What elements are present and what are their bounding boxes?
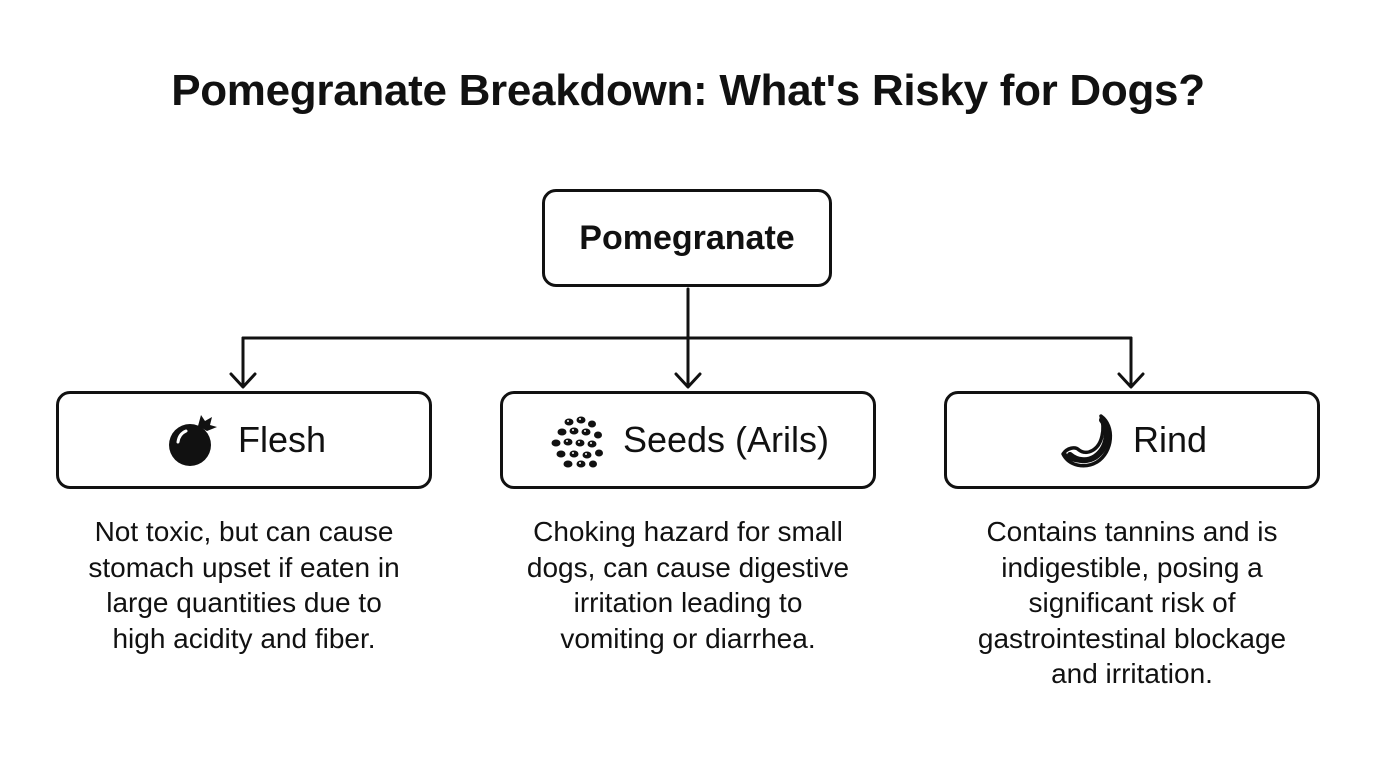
root-node-label: Pomegranate xyxy=(579,218,795,257)
node-rind: Rind xyxy=(944,391,1320,489)
description-line: dogs, can cause digestive xyxy=(526,551,850,583)
arrow-to-flesh xyxy=(229,336,257,389)
seeds-icon xyxy=(547,410,607,470)
description-line: Contains tannins and is xyxy=(986,516,1278,547)
description-line: and irritation. xyxy=(1051,658,1213,689)
description-line: high acidity and fiber. xyxy=(112,622,376,654)
node-rind-label: Rind xyxy=(1132,419,1208,460)
node-flesh: Flesh xyxy=(56,391,432,489)
description-line: vomiting or diarrhea. xyxy=(560,622,816,654)
description-line: significant risk of xyxy=(1028,587,1236,618)
root-node-pomegranate: Pomegranate xyxy=(542,189,832,287)
arrow-to-rind xyxy=(1117,336,1145,389)
diagram-title: Pomegranate Breakdown: What's Risky for … xyxy=(171,66,1205,115)
description-line: indigestible, posing a xyxy=(1001,551,1263,583)
description-line: stomach upset if eaten in xyxy=(88,551,400,583)
rind-icon xyxy=(1057,410,1117,470)
pomegranate-icon xyxy=(162,410,222,470)
description-flesh: Not toxic, but can cause stomach upset i… xyxy=(44,514,444,656)
node-seeds-label: Seeds (Arils) xyxy=(622,419,830,460)
description-line: Choking hazard for small xyxy=(533,516,843,547)
description-line: Not toxic, but can cause xyxy=(94,516,394,547)
node-seeds: Seeds (Arils) xyxy=(500,391,876,489)
description-line: irritation leading to xyxy=(573,587,803,618)
description-seeds: Choking hazard for small dogs, can cause… xyxy=(488,514,888,656)
description-rind: Contains tannins and is indigestible, po… xyxy=(932,514,1332,692)
description-line: gastrointestinal blockage xyxy=(977,622,1287,654)
node-flesh-label: Flesh xyxy=(237,419,327,460)
arrow-to-seeds xyxy=(674,336,702,389)
description-line: large quantities due to xyxy=(106,587,382,618)
